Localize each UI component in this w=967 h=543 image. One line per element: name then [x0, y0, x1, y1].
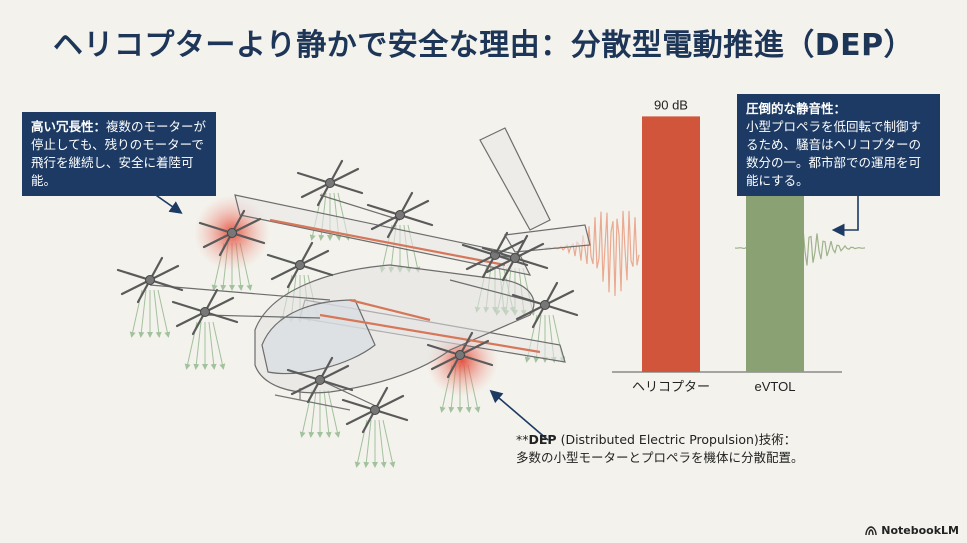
- rotor: [266, 241, 334, 289]
- callout-redundancy-heading: 高い冗長性：: [31, 119, 107, 134]
- dep-note: **DEP (Distributed Electric Propulsion)技…: [516, 431, 804, 467]
- dep-note-heading: DEP: [528, 432, 557, 447]
- dep-note-prefix: **: [516, 432, 529, 447]
- callout-redundancy-body: 複数のモーターが停止しても、残りのモーターで飛行を継続し、安全に着陸可能。: [31, 119, 207, 188]
- page-title: ヘリコプターより静かで安全な理由：分散型電動推進（DEP）: [52, 28, 915, 63]
- bar-category-label: eVTOL: [755, 379, 796, 394]
- dep-note-body: 多数の小型モーターとプロペラを機体に分散配置。: [516, 450, 804, 465]
- dep-note-term: (Distributed Electric Propulsion)技術：: [560, 432, 797, 447]
- sound-wave-graphic: [544, 210, 866, 297]
- brand-name: NotebookLM: [881, 524, 959, 537]
- rotor: [286, 356, 354, 404]
- evtol-aircraft-illustration: [149, 127, 591, 411]
- callout-redundancy: 高い冗長性：複数のモーターが停止しても、残りのモーターで飛行を継続し、安全に着陸…: [22, 112, 216, 196]
- brand-watermark: NotebookLM: [865, 524, 959, 537]
- bar-category-label: ヘリコプター: [632, 379, 710, 394]
- rotor: [366, 191, 434, 239]
- callout-quiet-body: 小型プロペラを低回転で制御するため、騒音はヘリコプターの数分の一。都市部での運用…: [746, 119, 922, 188]
- rotor: [426, 331, 494, 379]
- rotor: [511, 281, 579, 329]
- bar-value-label: 90 dB: [654, 97, 688, 112]
- bar-evtol: [746, 187, 804, 372]
- callout-arrow-dep: [489, 389, 549, 441]
- rotor: [116, 256, 184, 304]
- bar-helicopter: [642, 116, 700, 373]
- rotor-group: [116, 159, 579, 434]
- callout-quiet-heading: 圧倒的な静音性：: [746, 101, 847, 116]
- rotor: [341, 386, 409, 434]
- sound-wave-loud: [544, 210, 640, 297]
- rotor: [171, 288, 239, 336]
- notebooklm-icon: [865, 525, 877, 535]
- noise-comparison-chart: 90 dBヘリコプター65 dBeVTOL: [612, 97, 842, 394]
- rotor: [296, 159, 364, 207]
- callout-quiet: 圧倒的な静音性： 小型プロペラを低回転で制御するため、騒音はヘリコプターの数分の一…: [737, 94, 940, 196]
- rotor: [198, 209, 266, 257]
- rotor: [481, 234, 549, 282]
